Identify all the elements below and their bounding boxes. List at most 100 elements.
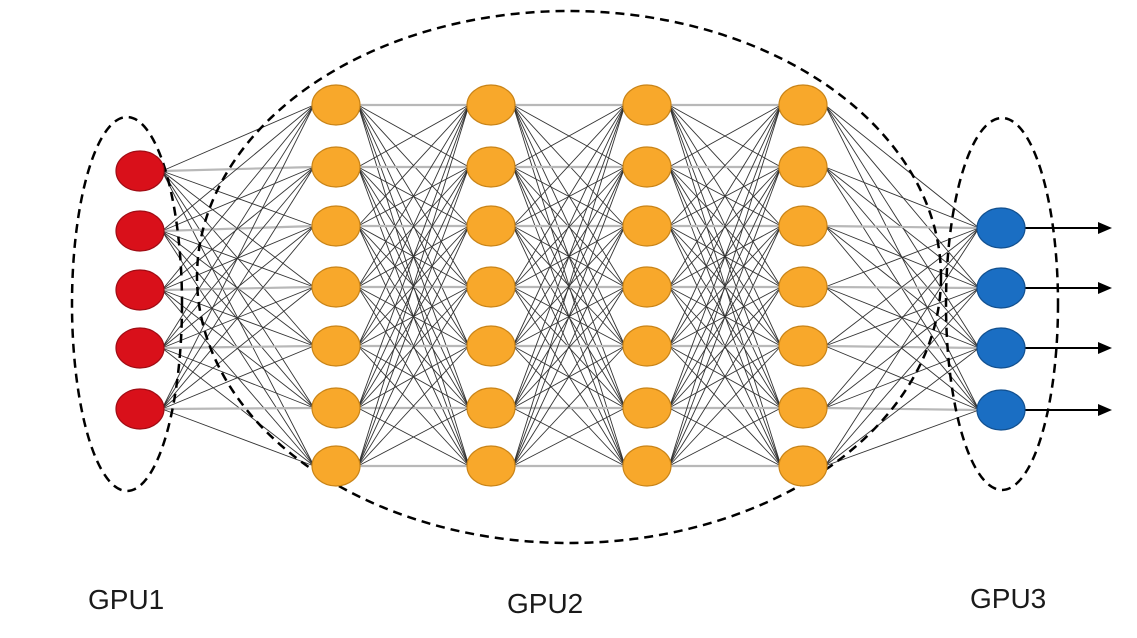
layer-4-node bbox=[622, 387, 672, 429]
layer-5-node bbox=[778, 84, 828, 126]
connection-lines bbox=[161, 103, 980, 468]
connection-line bbox=[161, 104, 315, 410]
connection-line bbox=[824, 287, 980, 347]
layer-3-node bbox=[466, 84, 516, 126]
layer-4-node bbox=[622, 266, 672, 308]
connection-line bbox=[161, 104, 315, 172]
layer-4-node bbox=[622, 445, 672, 487]
connection-line bbox=[161, 225, 315, 349]
connection-line bbox=[161, 286, 315, 410]
connection-line bbox=[161, 289, 315, 409]
connection-line bbox=[668, 407, 782, 467]
connection-line bbox=[824, 227, 980, 288]
connection-line bbox=[512, 286, 626, 467]
connection-line bbox=[512, 104, 626, 467]
gpu1-partition bbox=[70, 115, 184, 493]
layer-5-node bbox=[778, 146, 828, 188]
connection-line bbox=[161, 166, 315, 410]
connection-line bbox=[668, 166, 782, 467]
connection-line bbox=[512, 104, 626, 409]
connection-line bbox=[161, 347, 315, 467]
gpu2-label: GPU2 bbox=[507, 588, 584, 619]
network-nodes bbox=[115, 84, 1026, 487]
connection-line bbox=[161, 408, 315, 467]
layer-3-node bbox=[466, 387, 516, 429]
layer-5-node bbox=[778, 325, 828, 367]
connection-line bbox=[512, 225, 626, 467]
connection-line bbox=[824, 166, 980, 229]
connection-line bbox=[824, 287, 980, 467]
connection-line bbox=[161, 345, 315, 410]
layer-4-node bbox=[622, 205, 672, 247]
connection-line bbox=[668, 104, 782, 347]
connection-line bbox=[668, 286, 782, 467]
gpu3-label: GPU3 bbox=[970, 583, 1047, 614]
layer-4-node bbox=[622, 325, 672, 367]
connection-line bbox=[161, 406, 315, 411]
connection-line bbox=[512, 166, 626, 467]
connection-line bbox=[668, 104, 782, 168]
connection-line bbox=[357, 166, 470, 467]
layer-2-node bbox=[311, 84, 361, 126]
connection-line bbox=[357, 407, 470, 467]
connection-line bbox=[668, 104, 782, 288]
layer-6-node bbox=[976, 327, 1026, 369]
layer-2-node bbox=[311, 146, 361, 188]
connection-line bbox=[357, 104, 470, 227]
connection-line bbox=[512, 166, 626, 288]
connection-line bbox=[824, 104, 980, 229]
gpu2-partition bbox=[195, 9, 943, 545]
connection-line bbox=[512, 286, 626, 409]
connection-line bbox=[161, 170, 315, 347]
connection-line bbox=[668, 166, 782, 288]
gpu3-partition bbox=[944, 116, 1060, 492]
connection-line bbox=[512, 104, 626, 288]
connection-line bbox=[668, 225, 782, 467]
connection-line bbox=[161, 170, 315, 227]
connection-line bbox=[357, 225, 470, 467]
output-arrows bbox=[1025, 222, 1112, 416]
connection-line bbox=[357, 286, 470, 467]
layer-2-node bbox=[311, 205, 361, 247]
connection-line bbox=[512, 407, 626, 467]
connection-line bbox=[824, 224, 980, 230]
layer-1-node bbox=[115, 269, 165, 311]
layer-2-node bbox=[311, 387, 361, 429]
connection-line bbox=[357, 104, 470, 409]
connection-line bbox=[824, 406, 980, 412]
layer-3-node bbox=[466, 205, 516, 247]
layer-1-node bbox=[115, 388, 165, 430]
connection-line bbox=[161, 104, 315, 232]
connection-line bbox=[824, 227, 980, 347]
layer-1-node bbox=[115, 150, 165, 192]
layer-4-node bbox=[622, 84, 672, 126]
layer-5-node bbox=[778, 205, 828, 247]
connection-line bbox=[161, 104, 315, 349]
connection-line bbox=[161, 166, 315, 232]
connection-line bbox=[161, 104, 315, 291]
layer-5-node bbox=[778, 387, 828, 429]
connection-line bbox=[161, 230, 315, 409]
connection-line bbox=[357, 286, 470, 409]
layer-3-node bbox=[466, 146, 516, 188]
layer-4-node bbox=[622, 146, 672, 188]
layer-3-node bbox=[466, 325, 516, 367]
connection-line bbox=[824, 347, 980, 467]
connection-line bbox=[512, 104, 626, 347]
layer-3-node bbox=[466, 266, 516, 308]
layer-2-node bbox=[311, 445, 361, 487]
connection-line bbox=[668, 166, 782, 409]
connection-line bbox=[357, 345, 470, 467]
layer-2-node bbox=[311, 325, 361, 367]
connection-line bbox=[357, 104, 470, 288]
connection-line bbox=[161, 230, 315, 288]
connection-line bbox=[668, 104, 782, 227]
gpu-partitions bbox=[70, 9, 1060, 545]
layer-6-node bbox=[976, 267, 1026, 309]
connection-line bbox=[668, 104, 782, 409]
connection-line bbox=[668, 104, 782, 467]
connection-line bbox=[824, 225, 980, 289]
gpu1-label: GPU1 bbox=[88, 584, 165, 615]
connection-line bbox=[512, 166, 626, 409]
